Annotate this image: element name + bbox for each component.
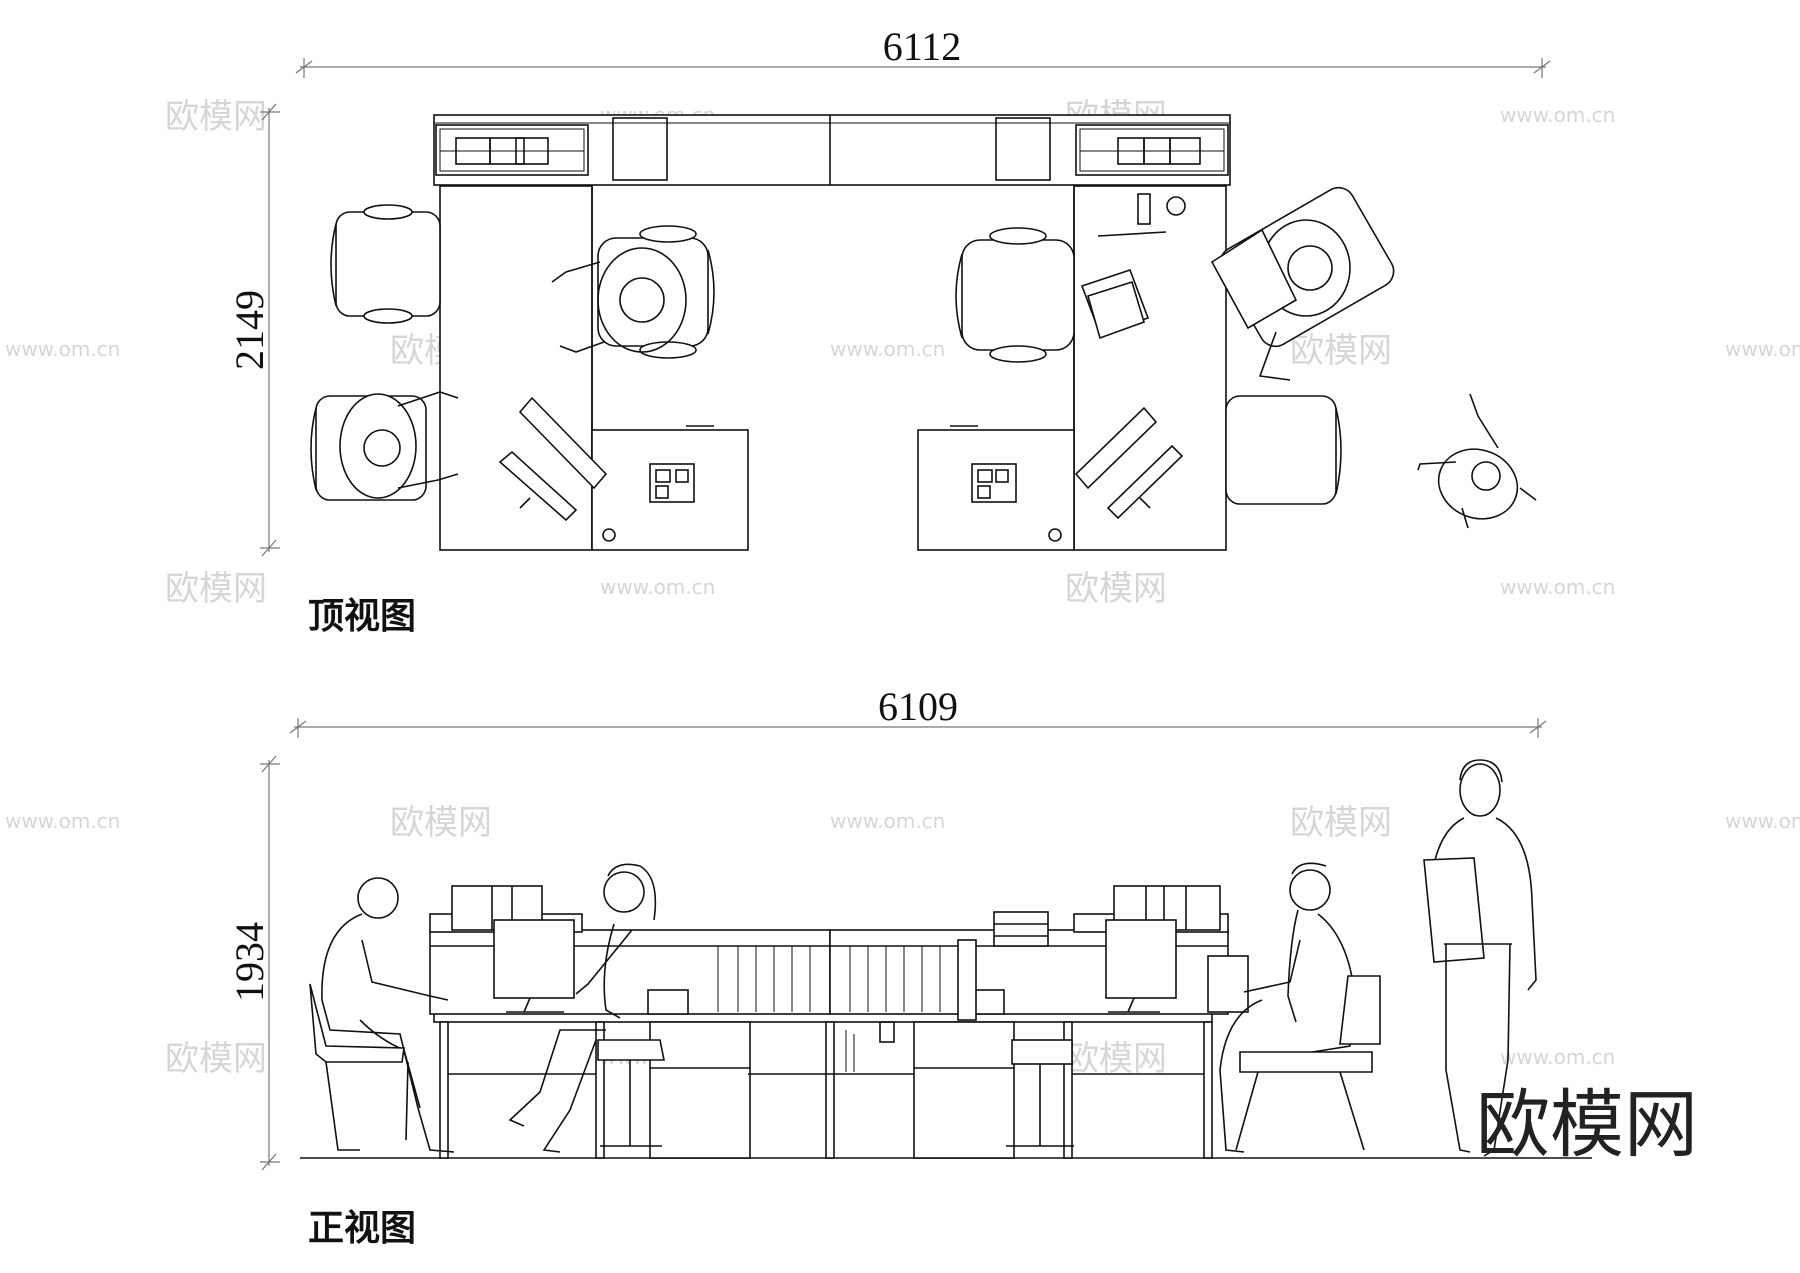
top-desk-right xyxy=(1073,185,1227,551)
top-papers xyxy=(1080,193,1186,340)
front-view-width-dimension: 6109 xyxy=(289,684,1547,738)
front-height-value: 1934 xyxy=(227,922,272,1002)
watermark-logo: 欧模网 xyxy=(1065,569,1167,609)
top-width-value: 6112 xyxy=(883,24,962,69)
top-view-height-dimension: 2149 xyxy=(227,103,280,557)
watermark-logo: 欧模网 xyxy=(165,97,267,137)
watermark-url: www.om.cn xyxy=(830,809,945,833)
front-width-value: 6109 xyxy=(878,684,958,729)
front-view-label: 正视图 xyxy=(308,1207,416,1249)
top-chair-outer-right-1 xyxy=(1210,186,1395,381)
watermark-logo: 欧模网 xyxy=(165,569,267,609)
watermark-url: www.om.cn xyxy=(1725,337,1800,361)
front-monitor-right xyxy=(1105,919,1177,1013)
top-monitor-left xyxy=(498,396,608,522)
top-pedestal-right xyxy=(917,429,1075,551)
front-person-seated-man xyxy=(309,877,455,1153)
watermark-url: www.om.cn xyxy=(1500,103,1615,127)
front-pedestal-left xyxy=(649,1021,751,1159)
watermark-logo: 欧模网 xyxy=(1065,1039,1167,1079)
front-tray-stack xyxy=(993,911,1049,947)
front-person-seated-woman xyxy=(508,863,665,1153)
watermark-logo-large: 欧模网 xyxy=(1476,1082,1698,1168)
watermark-logo: 欧模网 xyxy=(165,1039,267,1079)
top-monitor-right xyxy=(1074,406,1184,520)
watermark-url: www.om.cn xyxy=(1725,809,1800,833)
front-chair-right-inner xyxy=(957,939,1074,1147)
watermark-url: www.om.cn xyxy=(1500,575,1615,599)
top-cabinet-box xyxy=(995,117,1051,181)
watermark-url: www.om.cn xyxy=(5,337,120,361)
top-chair-outer-left-1 xyxy=(330,204,441,324)
watermark-url: www.om.cn xyxy=(5,809,120,833)
top-desk-left xyxy=(439,185,593,551)
front-view-height-dimension: 1934 xyxy=(227,755,280,1171)
top-view-plan: 顶视图 xyxy=(308,114,1537,637)
front-back-panel-left xyxy=(429,929,831,1015)
front-person-seated-man-right xyxy=(1219,862,1381,1153)
top-storage-cabinet xyxy=(433,114,1231,186)
top-person-walking xyxy=(1417,393,1537,529)
front-laptop xyxy=(1207,955,1249,1013)
front-books xyxy=(717,946,941,1012)
top-view-label: 顶视图 xyxy=(308,595,416,637)
watermark-logo: 欧模网 xyxy=(390,803,492,843)
front-monitor-left xyxy=(493,919,575,1013)
top-chair-inner-right xyxy=(955,227,1075,363)
watermark-logo: 欧模网 xyxy=(1290,803,1392,843)
top-view-width-dimension: 6112 xyxy=(295,24,1551,78)
front-person-standing xyxy=(1423,759,1537,1157)
top-pedestal-left xyxy=(591,429,749,551)
top-person-left-outer xyxy=(339,391,459,499)
front-small-box xyxy=(647,989,689,1015)
watermark-url: www.om.cn xyxy=(600,575,715,599)
top-cabinet-box xyxy=(612,117,668,181)
top-chair-outer-right-2 xyxy=(1225,395,1342,505)
watermark-logo: 欧模网 xyxy=(1290,331,1392,371)
front-view-elevation: 正视图 xyxy=(300,759,1592,1249)
watermark-url: www.om.cn xyxy=(1500,1045,1615,1069)
top-chair-inner-left xyxy=(551,225,715,359)
watermark-url: www.om.cn xyxy=(830,337,945,361)
front-pedestal-right xyxy=(913,1021,1015,1159)
top-height-value: 2149 xyxy=(227,290,272,370)
